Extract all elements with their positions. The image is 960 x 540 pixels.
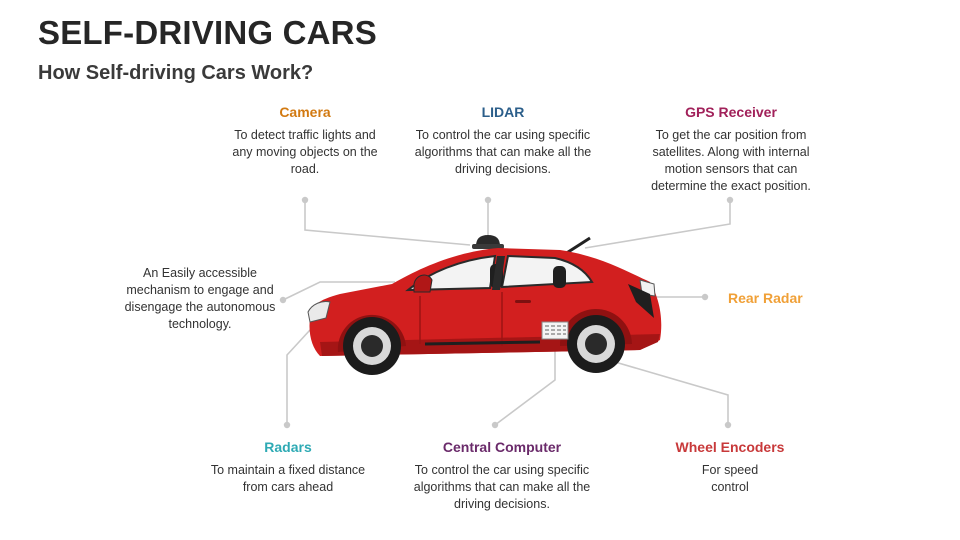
headlight	[307, 301, 331, 323]
connector-dots	[279, 196, 734, 429]
page-title: SELF-DRIVING CARS	[38, 14, 377, 51]
mechanism-description: An Easily accessible mechanism to engage…	[124, 266, 276, 331]
lidar-description: To control the car using specific algori…	[414, 128, 592, 176]
front-wheel	[343, 317, 401, 375]
lidar-dome	[476, 235, 500, 246]
side-mirror	[413, 274, 433, 293]
car-pillar	[492, 256, 505, 290]
dot-camera	[301, 196, 309, 204]
radars-description: To maintain a fixed distance from cars a…	[210, 463, 366, 494]
wheel-encoders-description: For speed control	[701, 463, 759, 494]
dot-wheel-encoders	[724, 421, 732, 429]
connector-mechanism	[282, 281, 395, 301]
connector-lines	[282, 200, 731, 426]
dot-rear-radar	[701, 293, 709, 301]
dot-central-computer	[491, 421, 499, 429]
lidar-block: LIDAR To control the car using specific …	[413, 104, 593, 178]
lidar-base	[472, 244, 504, 249]
rear-trim	[628, 284, 654, 318]
wheel-encoders-block: Wheel Encoders For speed control	[660, 439, 800, 496]
side-trim	[424, 340, 541, 346]
gps-block: GPS Receiver To get the car position fro…	[640, 104, 822, 195]
camera-title: Camera	[279, 104, 331, 120]
connector-central-computer	[494, 340, 556, 426]
window-front	[500, 254, 594, 289]
radars-title: Radars	[264, 439, 312, 455]
computer-chip	[541, 321, 569, 340]
lidar-title: LIDAR	[481, 104, 525, 120]
door-handle	[515, 300, 531, 303]
dot-mechanism	[279, 296, 287, 304]
dot-lidar	[484, 196, 492, 204]
connector-wheel-encoders	[614, 361, 729, 425]
connector-gps	[584, 200, 731, 249]
connector-radars	[286, 329, 311, 425]
page-subtitle: How Self-driving Cars Work?	[38, 62, 314, 84]
headrest-right	[553, 266, 566, 288]
camera-block: Camera To detect traffic lights and any …	[230, 104, 380, 178]
rear-radar-title: Rear Radar	[728, 290, 803, 306]
radars-block: Radars To maintain a fixed distance from…	[208, 439, 368, 496]
gps-title: GPS Receiver	[685, 104, 777, 120]
gps-description: To get the car position from satellites.…	[651, 128, 811, 193]
dot-gps	[726, 196, 734, 204]
wheel-encoders-title: Wheel Encoders	[675, 439, 785, 455]
central-computer-description: To control the car using specific algori…	[413, 463, 591, 511]
central-computer-block: Central Computer To control the car usin…	[404, 439, 600, 513]
rear-wheel	[567, 315, 625, 373]
dot-radars	[283, 421, 291, 429]
central-computer-title: Central Computer	[442, 439, 562, 455]
car-illustration	[307, 235, 662, 375]
door-line	[419, 292, 503, 346]
gps-antenna	[564, 236, 591, 256]
camera-description: To detect traffic lights and any moving …	[232, 128, 378, 176]
connector-camera	[304, 200, 471, 246]
